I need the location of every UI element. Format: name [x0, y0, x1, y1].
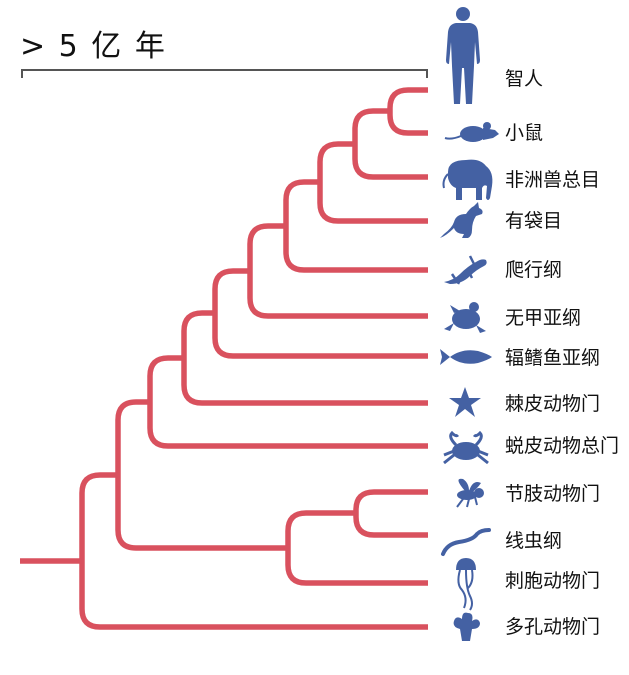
taxon-label-amphibia: 无甲亚纲 [505, 307, 582, 329]
crab-icon [443, 430, 489, 465]
taxon-label-echinodermata: 棘皮动物门 [505, 393, 601, 415]
node-arthropoda-nematoda [353, 489, 428, 538]
mouse-icon [444, 122, 499, 142]
sponge-icon [453, 612, 480, 641]
human-icon [446, 7, 480, 104]
fish-icon [440, 349, 492, 365]
taxon-label-mouse: 小鼠 [505, 122, 544, 144]
elephant-icon [442, 159, 493, 200]
fly-icon [456, 478, 484, 508]
taxon-label-reptilia: 爬行纲 [505, 259, 563, 281]
worm-icon [441, 528, 491, 556]
scale-bar [21, 69, 428, 78]
taxon-label-porifera: 多孔动物门 [505, 616, 601, 638]
taxon-label-arthropoda: 节肢动物门 [505, 483, 601, 505]
node-mammalia-reptilia [283, 179, 428, 273]
taxon-label-nematoda: 线虫纲 [505, 530, 563, 552]
node-root-porifera [79, 472, 428, 630]
taxon-label-cnidaria: 刺胞动物门 [505, 570, 601, 592]
lizard-icon [444, 255, 487, 285]
scale-label: > 5 亿 年 [20, 29, 167, 64]
branches [20, 87, 428, 630]
taxon-label-ecdysozoa: 蜕皮动物总门 [505, 435, 620, 457]
node-human-mouse [387, 87, 428, 136]
node-bilateria [115, 399, 288, 551]
scale-bar-line [21, 69, 428, 78]
starfish-icon [449, 387, 481, 417]
frog-icon [444, 302, 486, 333]
taxon-label-afrotheria: 非洲兽总目 [505, 169, 601, 191]
taxon-label-homo-sapiens: 智人 [505, 68, 544, 90]
jellyfish-icon [456, 558, 476, 611]
taxon-icons [440, 7, 499, 641]
taxon-label-actinopterygii: 辐鳍鱼亚纲 [505, 347, 601, 369]
taxon-label-marsupialia: 有袋目 [505, 210, 563, 232]
node-placentalia-marsupialia [317, 141, 428, 224]
kangaroo-icon [440, 202, 483, 238]
